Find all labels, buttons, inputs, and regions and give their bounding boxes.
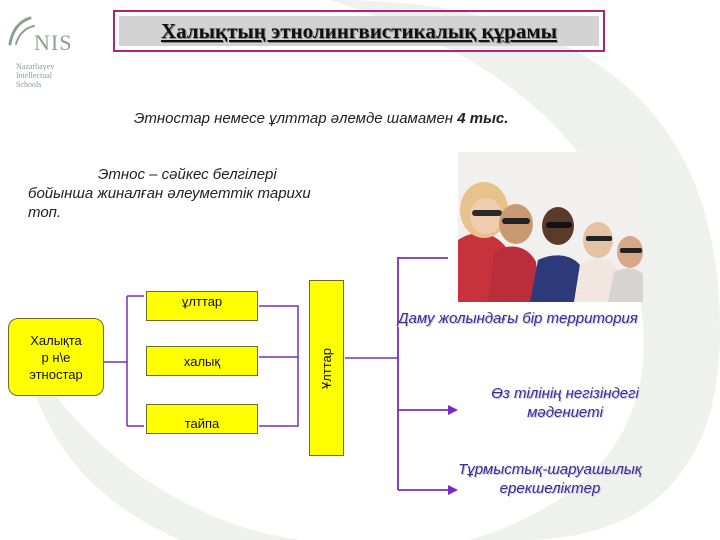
nations-vertical-box: Ұлттар bbox=[309, 280, 344, 456]
feature-territory: Даму жолындағы бір территория bbox=[398, 310, 638, 327]
feature-household: Тұрмыстық-шаруашылық ерекшеліктер bbox=[458, 461, 642, 497]
logo-brand: NIS bbox=[34, 30, 73, 55]
ethnos-definition: Этнос – сәйкес белгілері бойынша жиналға… bbox=[28, 166, 311, 221]
feature-language-culture: Өз тілінің негізіндегі мәдениеті bbox=[491, 385, 639, 421]
children-photo bbox=[458, 152, 643, 302]
nations-box: ұлттар bbox=[146, 291, 258, 321]
subtitle: Этностар немесе ұлттар әлемде шамамен 4 … bbox=[134, 110, 509, 127]
nis-logo: NIS Nazarbayev Intellectual Schools bbox=[6, 12, 86, 92]
people-box: халық bbox=[146, 346, 258, 376]
nations-vertical-label: Ұлттар bbox=[319, 347, 335, 389]
nis-leaf-icon bbox=[8, 16, 35, 46]
ethnos-box: Халықта р н\е этностар bbox=[8, 318, 104, 396]
page-title: Халықтың этнолингвистикалық құрамы bbox=[119, 16, 599, 46]
tribe-box: тайпа bbox=[146, 404, 258, 434]
logo-subtitle: Nazarbayev Intellectual Schools bbox=[16, 62, 55, 89]
title-frame: Халықтың этнолингвистикалық құрамы bbox=[113, 10, 605, 52]
